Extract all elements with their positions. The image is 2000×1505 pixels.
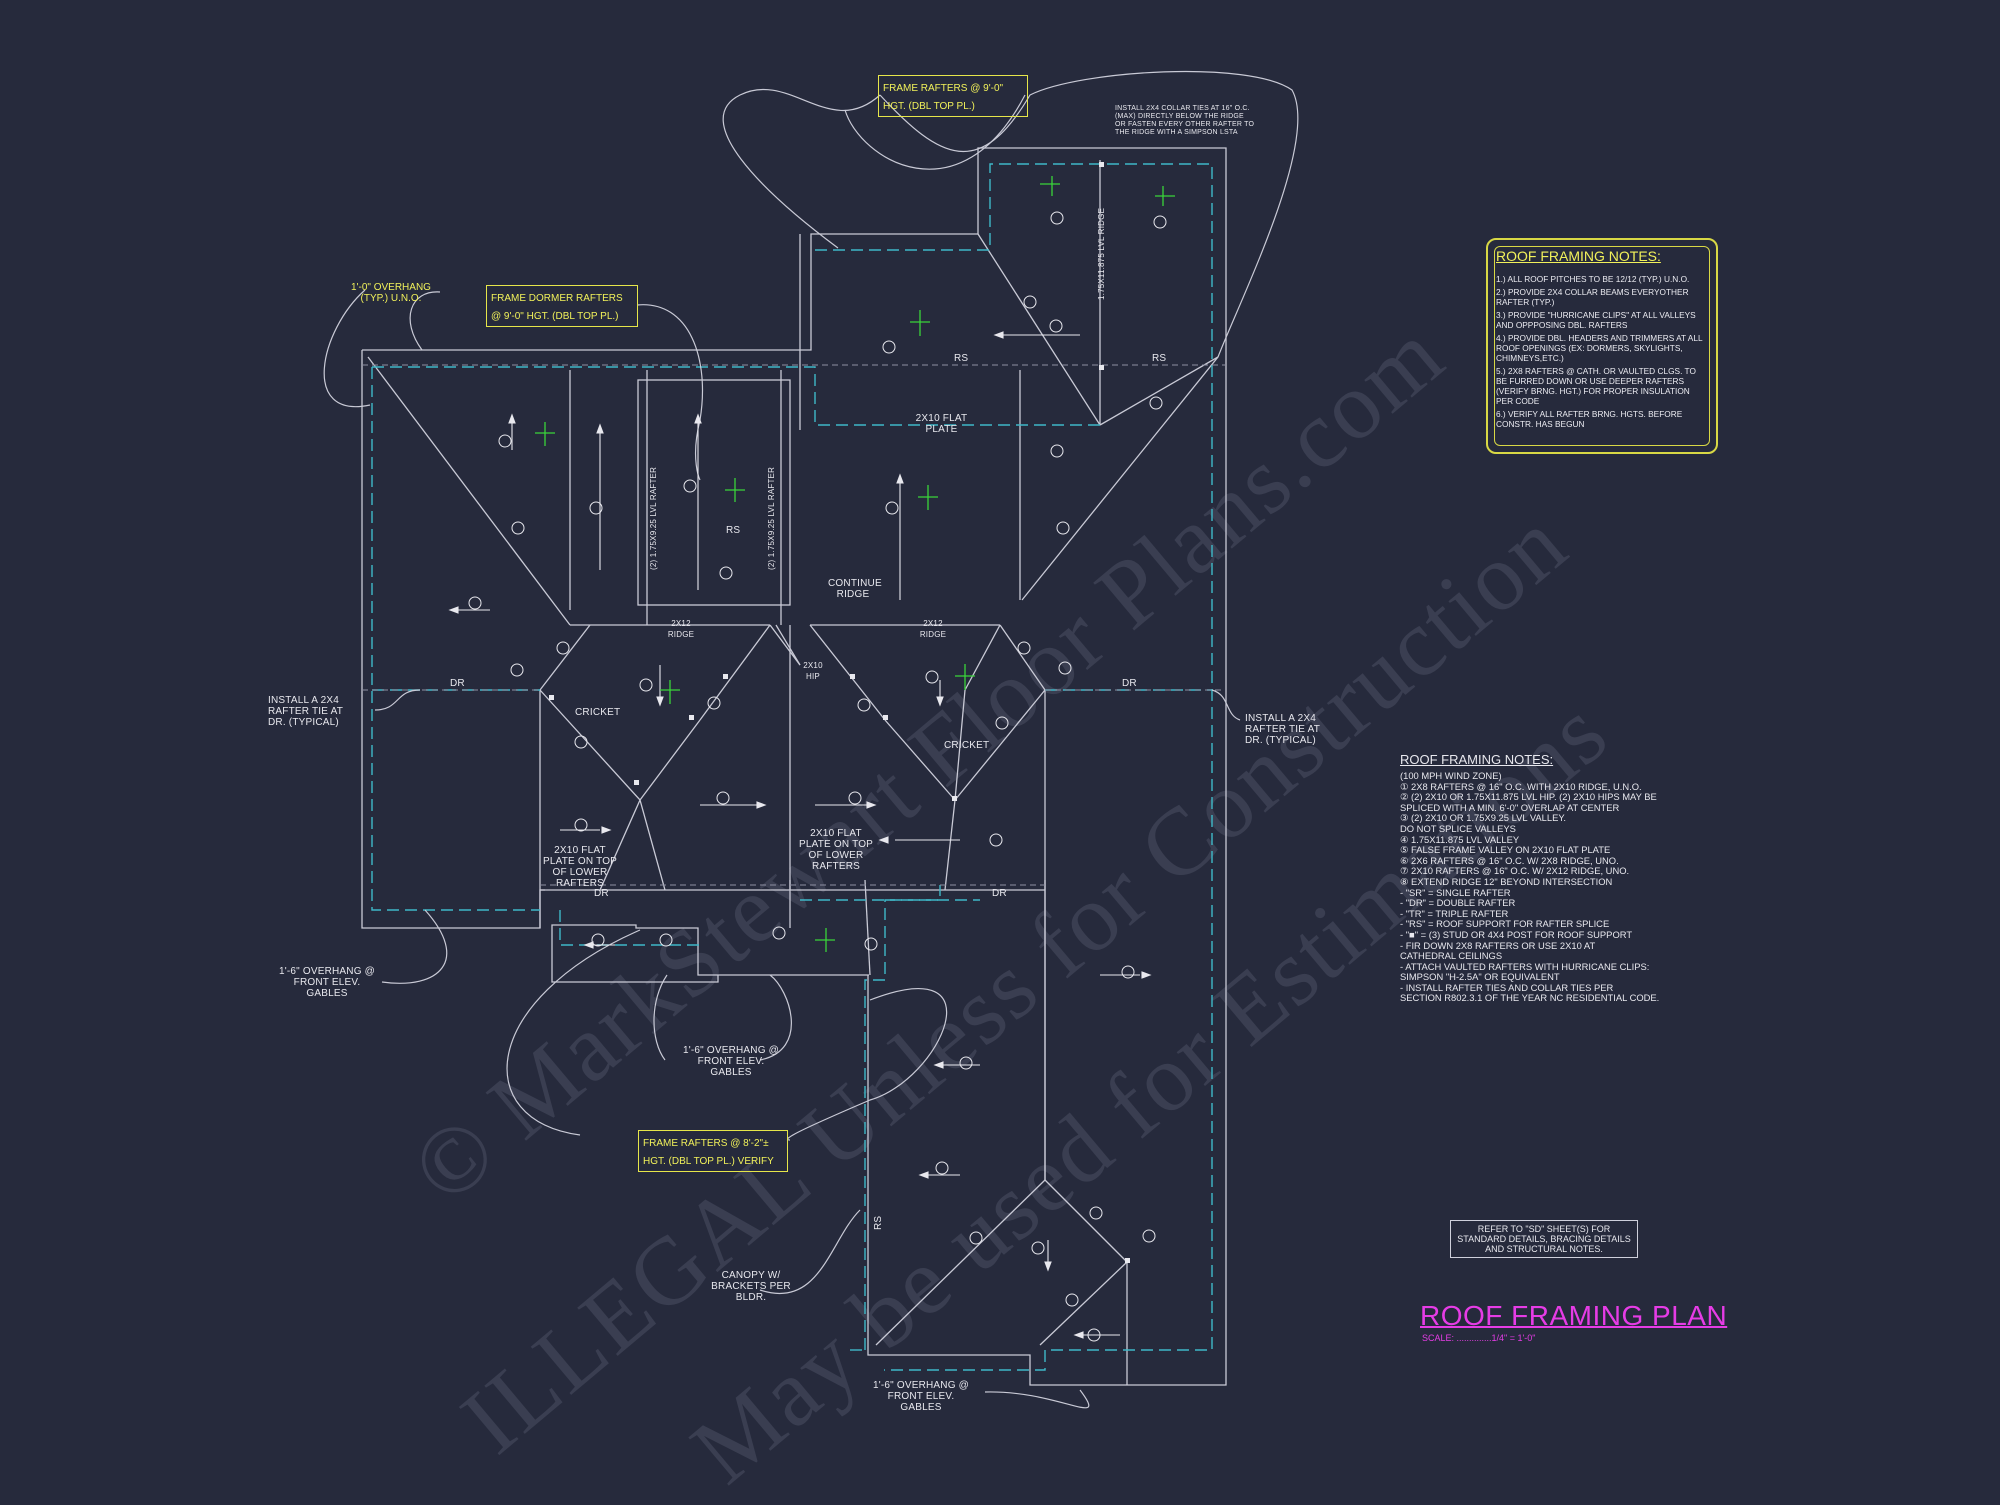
roof-framing-notes-list-title: ROOF FRAMING NOTES:: [1400, 752, 1554, 767]
roof-framing-notes-list: ROOF FRAMING NOTES: (100 MPH WIND ZONE) …: [1400, 752, 1730, 1004]
notes-line: ③ (2) 2x10 OR 1.75x9.25 LVL VALLEY.: [1400, 812, 1566, 824]
callout-rafter-tie-left: INSTALL A 2x4 RAFTER TIE AT DR. (TYPICAL…: [268, 695, 343, 728]
label-dr-bottom-left: DR: [594, 888, 609, 899]
callout-frame-dormer: FRAME DORMER RAFTERS @ 9'-0" HGT. (DBL T…: [486, 285, 638, 327]
callout-ridge-left: 2x12 RIDGE: [667, 619, 695, 639]
callout-canopy: CANOPY W/ BRACKETS PER BLDR.: [711, 1270, 791, 1303]
roof-framing-notes-box-list: 1.) ALL ROOF PITCHES TO BE 12/12 (TYP.) …: [1496, 274, 1704, 432]
notes-line: CATHEDRAL CEILINGS: [1400, 950, 1503, 962]
notes-line: - "TR" = TRIPLE RAFTER: [1400, 907, 1509, 919]
notes-line: ④ 1.75x11.875 LVL VALLEY: [1400, 833, 1520, 845]
callout-collar-ties: INSTALL 2x4 COLLAR TIES AT 16" O.C. (MAX…: [1115, 105, 1255, 136]
notes-line: DO NOT SPLICE VALLEYS: [1400, 822, 1516, 834]
notes-line: - "DR" = DOUBLE RAFTER: [1400, 897, 1516, 909]
callout-continue-ridge: CONTINUE RIDGE: [828, 578, 882, 600]
notes-line: SECTION R802.3.1 OF THE YEAR NC RESIDENT…: [1400, 992, 1660, 1004]
notes-line: - FIR DOWN 2x8 RAFTERS OR USE 2x10 AT: [1400, 939, 1596, 951]
note-item: 6.) VERIFY ALL RAFTER BRNG. HGTS. BEFORE…: [1496, 409, 1683, 429]
notes-line: - ATTACH VAULTED RAFTERS WITH HURRICANE …: [1400, 960, 1650, 972]
notes-line: ⑤ FALSE FRAME VALLEY ON 2x10 FLAT PLATE: [1400, 844, 1611, 856]
notes-line: ⑥ 2x6 RAFTERS @ 16" O.C. W/ 2x8 RIDGE, U…: [1400, 854, 1619, 866]
notes-line: SPLICED WITH A MIN. 6'-0" OVERLAP AT CEN…: [1400, 801, 1620, 813]
callout-flat-plate-left: 2x10 FLAT PLATE ON TOP OF LOWER RAFTERS: [542, 845, 618, 889]
notes-line: - "SR" = SINGLE RAFTER: [1400, 886, 1511, 898]
notes-line: SIMPSON "H-2.5A" OR EQUIVALENT: [1400, 971, 1560, 983]
notes-line: ① 2x8 RAFTERS @ 16" O.C. WITH 2X10 RIDGE…: [1400, 780, 1642, 792]
label-dr-bottom-right: DR: [992, 888, 1007, 899]
notes-line: ② (2) 2x10 OR 1.75x11.875 LVL HIP. (2) 2…: [1400, 791, 1657, 803]
notes-line: - "RS" = ROOF SUPPORT FOR RAFTER SPLICE: [1400, 918, 1610, 930]
notes-line: (100 MPH WIND ZONE): [1400, 770, 1502, 781]
notes-line: ⑦ 2x10 RAFTERS @ 16" O.C. W/ 2x12 RIDGE,…: [1400, 865, 1630, 877]
callout-cricket-left: CRICKET: [575, 707, 621, 718]
label-rs-right: RS: [1152, 353, 1167, 364]
callout-flat-plate-right: 2x10 FLAT PLATE ON TOP OF LOWER RAFTERS: [798, 828, 874, 872]
callout-flat-plate-top: 2x10 FLAT PLATE: [915, 413, 968, 435]
callout-hip: 2x10 HIP: [803, 661, 823, 681]
callout-lvl-rafter-left: (2) 1.75x9.25 LVL RAFTER: [649, 466, 658, 570]
note-item: 3.) PROVIDE "HURRICANE CLIPS" AT ALL VAL…: [1496, 310, 1696, 330]
callout-frame-rafters-bottom-text: FRAME RAFTERS @ 8'-2"± HGT. (DBL TOP PL.…: [643, 1138, 774, 1167]
callout-cricket-right: CRICKET: [944, 740, 990, 751]
note-item: 1.) ALL ROOF PITCHES TO BE 12/12 (TYP.) …: [1496, 274, 1690, 284]
callout-overhang-typ: 1'-0" OVERHANG (TYP.) U.N.O.: [351, 282, 431, 304]
callout-ridge-right: 2x12 RIDGE: [919, 619, 947, 639]
note-item: 2.) PROVIDE 2x4 COLLAR BEAMS EVERYOTHER …: [1496, 287, 1689, 307]
callout-frame-rafters-top: FRAME RAFTERS @ 9'-0" HGT. (DBL TOP PL.): [878, 75, 1028, 117]
label-rs-lower: RS: [873, 1215, 884, 1230]
callout-lvl-ridge: 1.75x11.875 LVL RIDGE: [1097, 207, 1106, 300]
roof-framing-notes-box-title: ROOF FRAMING NOTES:: [1496, 248, 1661, 264]
callout-frame-rafters-bottom: FRAME RAFTERS @ 8'-2"± HGT. (DBL TOP PL.…: [638, 1130, 788, 1172]
reference-box: REFER TO "SD" SHEET(S) FOR STANDARD DETA…: [1450, 1220, 1638, 1258]
label-rs-mid: RS: [726, 525, 741, 536]
plan-scale: SCALE: ..............1/4" = 1'-0": [1422, 1333, 1536, 1343]
notes-line: - "■" = (3) STUD OR 4x4 POST FOR ROOF SU…: [1400, 928, 1633, 940]
label-rs-top: RS: [954, 353, 969, 364]
note-item: 4.) PROVIDE DBL. HEADERS AND TRIMMERS AT…: [1496, 333, 1703, 363]
roof-framing-notes-box: ROOF FRAMING NOTES: 1.) ALL ROOF PITCHES…: [1486, 238, 1718, 454]
plan-title: ROOF FRAMING PLAN: [1420, 1300, 1728, 1331]
roof-framing-notes-frame: [1494, 246, 1710, 446]
callout-frame-rafters-top-text: FRAME RAFTERS @ 9'-0" HGT. (DBL TOP PL.): [883, 83, 1004, 112]
callout-overhang-front-2: 1'-6" OVERHANG @ FRONT ELEV. GABLES: [682, 1045, 780, 1078]
label-dr-right: DR: [1122, 678, 1137, 689]
callout-lvl-rafter-right: (2) 1.75x9.25 LVL RAFTER: [767, 466, 776, 570]
callout-rafter-tie-right: INSTALL A 2x4 RAFTER TIE AT DR. (TYPICAL…: [1245, 713, 1320, 746]
callout-frame-dormer-text: FRAME DORMER RAFTERS @ 9'-0" HGT. (DBL T…: [491, 293, 623, 322]
note-item: 5.) 2x8 RAFTERS @ CATH. OR VAULTED CLGS.…: [1496, 366, 1696, 406]
callout-overhang-front-1: 1'-6" OVERHANG @ FRONT ELEV. GABLES: [278, 966, 376, 999]
notes-line: - INSTALL RAFTER TIES AND COLLAR TIES PE…: [1400, 981, 1614, 993]
callout-overhang-front-3: 1'-6" OVERHANG @ FRONT ELEV. GABLES: [872, 1380, 970, 1413]
notes-line: ⑧ EXTEND RIDGE 12" BEYOND INTERSECTION: [1400, 875, 1613, 887]
label-dr-left: DR: [450, 678, 465, 689]
